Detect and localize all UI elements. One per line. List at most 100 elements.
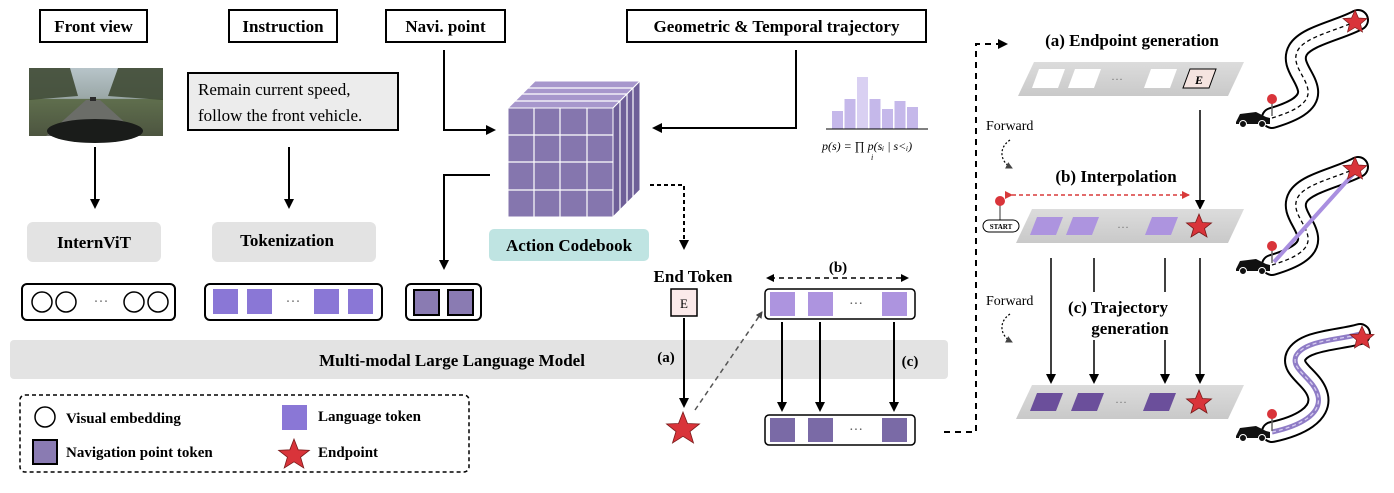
navigation-point-token (413, 289, 440, 316)
legend-language-token-icon (282, 405, 307, 430)
road-b-start-pin (1267, 241, 1277, 251)
probability-histogram (832, 77, 918, 129)
legend-visual-embedding-icon (34, 406, 56, 428)
step-b-label: (b) (829, 260, 847, 276)
trajectory-title-line1: (c) Trajectory (1068, 298, 1168, 317)
forward-label-2: Forward (986, 294, 1033, 309)
arrow-to-right-panel (944, 39, 1008, 433)
legend-endpoint-label: Endpoint (318, 445, 378, 461)
language-token-row: ··· (204, 283, 383, 321)
instruction-box: Remain current speed, follow the front v… (187, 72, 399, 131)
action-codebook-label: Action Codebook (489, 229, 649, 261)
histogram-bar (832, 111, 843, 129)
arrow-traj-to-codebook (652, 50, 797, 133)
mllm-label: Multi-modal Large Language Model (319, 351, 585, 370)
step-c-label: (c) (902, 354, 919, 370)
language-token (314, 289, 339, 314)
legend-visual-embedding-label: Visual embedding (66, 411, 181, 427)
histogram-bar (882, 109, 893, 129)
end-token-label: End Token (654, 267, 733, 286)
arrow-endpoint-to-interp (694, 311, 763, 411)
legend: Visual embedding Language token Navigati… (19, 394, 470, 473)
interpolated-token (882, 292, 907, 316)
interpolated-slot (1145, 217, 1178, 235)
histogram-bar (857, 77, 868, 129)
visual-embedding-token (123, 291, 145, 313)
end-slot-letter: E (1194, 73, 1203, 87)
instruction-header: Instruction (228, 9, 338, 43)
interpolated-token-row: ··· (764, 288, 916, 320)
road-a-start-pin (1267, 94, 1277, 104)
empty-slot (1144, 69, 1177, 88)
trajectory-token (770, 418, 795, 442)
forward-label-1: Forward (986, 119, 1033, 134)
road-a-endpoint-star (1342, 9, 1368, 33)
histogram-bar (894, 101, 906, 129)
formula-subscript: i (871, 153, 873, 162)
interpolated-token (808, 292, 833, 316)
endpoint-generation-platform: ··· E (1018, 62, 1244, 96)
trajectory-endpoint-star (1185, 388, 1213, 414)
navi-point-label: Navi. point (405, 17, 486, 36)
mllm-bar: Multi-modal Large Language Model (10, 340, 948, 379)
histogram-bar (869, 99, 881, 129)
trajectory-platform: ··· (1016, 385, 1244, 419)
ellipsis: ··· (286, 294, 301, 310)
step-a-label: (a) (657, 350, 675, 366)
trajectory-token-row: ··· (764, 414, 916, 446)
forward-arrow-1 (1001, 139, 1013, 169)
endpoint-generation-title: (a) Endpoint generation (1045, 31, 1219, 50)
navi-point-header: Navi. point (385, 9, 506, 43)
histogram-bar (907, 107, 918, 129)
road-b-endpoint-star (1342, 156, 1368, 180)
navigation-point-token (447, 289, 474, 316)
visual-embedding-token (55, 291, 77, 313)
end-slot (1182, 68, 1217, 89)
road-c-start-pin (1267, 409, 1277, 419)
legend-language-token-label: Language token (318, 409, 422, 425)
ellipsis: ··· (849, 297, 863, 312)
tokenization-label: Tokenization (240, 231, 334, 250)
front-view-label: Front view (54, 17, 133, 36)
trajectory-token (882, 418, 907, 442)
road-illustration-c (1236, 323, 1375, 443)
interpolated-slot (1030, 217, 1063, 235)
trajectory-header: Geometric & Temporal trajectory (626, 9, 927, 43)
road-a-car-icon (1236, 112, 1270, 128)
empty-slot (1032, 69, 1065, 88)
legend-endpoint-icon (277, 437, 311, 469)
start-marker: START (982, 196, 1020, 233)
legend-navigation-token-label: Navigation point token (66, 445, 213, 461)
road-illustration-b (1236, 156, 1369, 276)
histogram-bar (844, 99, 856, 129)
ellipsis: ··· (1117, 220, 1129, 234)
instruction-line-1: Remain current speed, (198, 80, 350, 99)
language-token (213, 289, 238, 314)
tokenization-box: Tokenization (212, 222, 376, 262)
front-view-image (29, 68, 163, 143)
interpolation-endpoint-star (1185, 212, 1213, 238)
interpolated-slot (1066, 217, 1099, 235)
road-c-car-icon (1236, 426, 1270, 442)
forward-arrow-2 (1001, 313, 1013, 343)
trajectory-title-line2: generation (1091, 319, 1169, 338)
ellipsis: ··· (1111, 72, 1123, 86)
endpoint-star (665, 410, 701, 444)
visual-embedding-token (147, 291, 169, 313)
empty-slot (1068, 69, 1101, 88)
language-token (348, 289, 373, 314)
instruction-line-2: follow the front vehicle. (198, 106, 362, 125)
trajectory-token (808, 418, 833, 442)
interpolation-platform: ··· (1016, 209, 1244, 243)
arrow-codebook-to-end-token (650, 184, 689, 250)
ellipsis: ··· (849, 423, 863, 438)
visual-embedding-token (31, 291, 53, 313)
arrow-codebook-to-nav-tokens (439, 174, 490, 270)
arrow-navi-to-codebook (443, 50, 496, 135)
interpolated-token (770, 292, 795, 316)
instruction-label: Instruction (242, 17, 324, 36)
trajectory-slot (1143, 393, 1176, 411)
legend-navigation-token-icon (32, 439, 58, 465)
end-token (670, 288, 698, 317)
